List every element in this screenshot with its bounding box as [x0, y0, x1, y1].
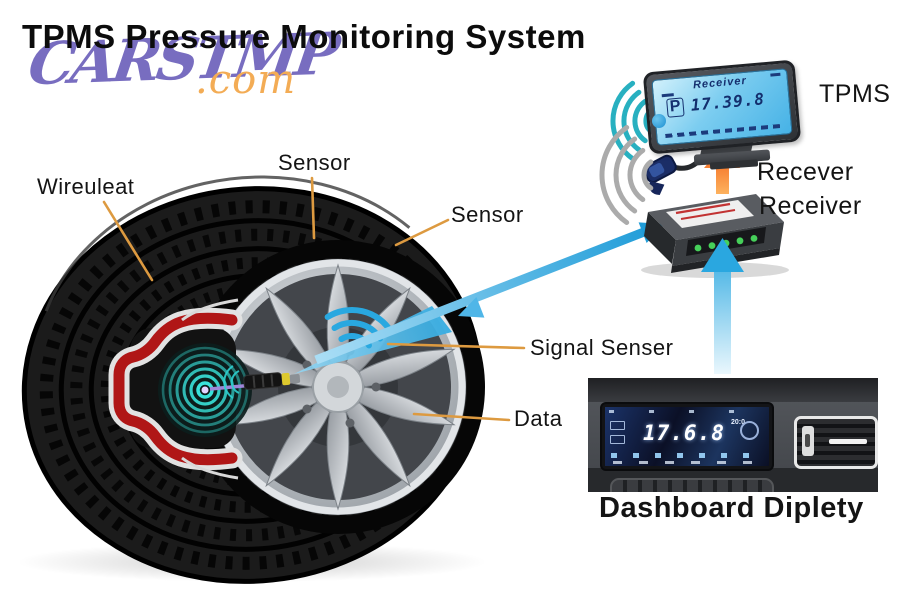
- tire-highlight: [44, 175, 411, 312]
- pressure-symbol: P: [666, 97, 685, 118]
- receiver-monitor: Receiver P 17.39.8: [642, 59, 802, 155]
- screen-statusbar: [609, 410, 765, 413]
- arrowhead-to-wheel: [458, 297, 485, 318]
- label-lines: [102, 176, 526, 422]
- label-recever: Recever: [757, 158, 854, 186]
- valve-waves-icon: [223, 365, 240, 399]
- vent-slat: [829, 439, 867, 444]
- tire-liner-red: [113, 312, 238, 466]
- pressure-value: 17.39.8: [689, 89, 766, 115]
- label-sensor-right: Sensor: [451, 202, 524, 227]
- tpms-sensor: [158, 343, 301, 437]
- label-signal-senser: Signal Senser: [530, 335, 674, 360]
- dashboard-pressure-unit: 20:0: [731, 419, 746, 426]
- line-wireuleat: [102, 200, 154, 282]
- label-tpms: TPMS: [819, 80, 891, 108]
- page-title: TPMS Pressure Monitoring System: [22, 18, 586, 55]
- screen-menu-row: [613, 461, 761, 464]
- dashboard-photo: 17.6.8 20:0: [588, 378, 878, 492]
- gauge-icon: [740, 421, 759, 440]
- label-data: Data: [514, 406, 563, 431]
- dashboard-top-trim: [588, 378, 878, 404]
- tire-status-icon: [610, 421, 625, 430]
- valve-yellow-band: [281, 372, 291, 386]
- label-receiver: Receiver: [759, 192, 862, 220]
- monitor-screen-title: Receiver: [692, 74, 748, 92]
- label-wireuleat: Wireuleat: [37, 174, 135, 199]
- vent-knob: [802, 426, 814, 456]
- label-dashboard-display: Dashboard Diplety: [599, 492, 864, 524]
- valve-sensor-body: [243, 372, 301, 390]
- head-unit-screen: 17.6.8 20:0: [602, 404, 772, 469]
- receiver-monitor-screen: Receiver P 17.39.8: [651, 68, 793, 146]
- line-sensor-right: [394, 218, 450, 247]
- screen-icon-row: [611, 453, 763, 458]
- air-vent: [794, 416, 878, 469]
- plug-wifi-icon: [599, 125, 654, 225]
- line-signal-senser: [386, 342, 526, 350]
- screen-indicator: [661, 93, 674, 98]
- antenna-dot-icon: [652, 114, 666, 128]
- label-sensor-top: Sensor: [278, 150, 351, 175]
- line-data: [412, 412, 511, 422]
- tire-status-icon: [610, 435, 625, 444]
- dashboard-vent-strip: [610, 478, 774, 492]
- wheel-spokes: [220, 263, 456, 511]
- dashboard-pressure-value: 17.6.8: [643, 421, 725, 445]
- line-sensor-top: [310, 176, 316, 240]
- screen-status-row: [665, 123, 784, 139]
- arrow-dashboard-to-box: [701, 238, 744, 374]
